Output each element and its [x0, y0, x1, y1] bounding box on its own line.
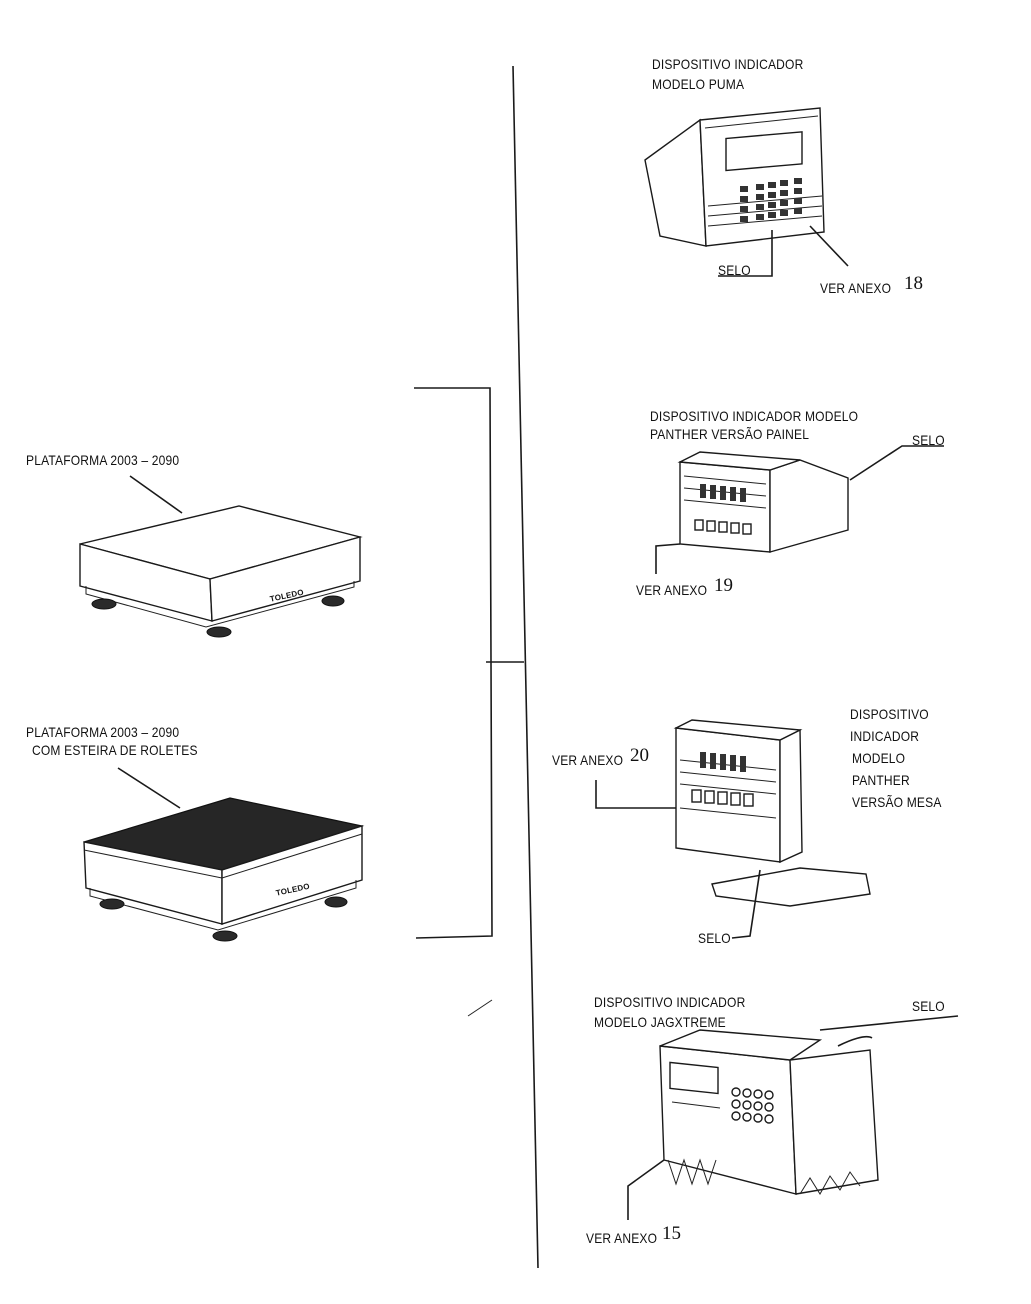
platform-bracket [414, 387, 493, 939]
jag-selo-label: SELO [912, 998, 945, 1014]
mesa-title-line3: MODELO [852, 750, 906, 766]
mesa-title-line5: VERSÃO MESA [852, 794, 942, 810]
puma-indicator-drawing [644, 107, 849, 277]
stray-mark [467, 999, 493, 1017]
puma-title-line2: MODELO PUMA [652, 76, 745, 92]
painel-title-line2: PANTHER VERSÃO PAINEL [650, 426, 810, 442]
jag-anexo-number: 15 [662, 1223, 681, 1244]
mesa-anexo-number: 20 [630, 745, 649, 766]
mesa-title-line2: INDICADOR [850, 728, 920, 744]
mesa-title-line1: DISPOSITIVO [850, 706, 929, 722]
panther-mesa-drawing [595, 719, 871, 939]
jagxtreme-drawing [627, 1015, 959, 1220]
painel-anexo-number: 19 [714, 575, 733, 596]
platform2-label-line2: COM ESTEIRA DE ROLETES [32, 742, 198, 758]
mesa-ver-anexo: VER ANEXO [552, 752, 624, 768]
jag-title-line1: DISPOSITIVO INDICADOR [594, 994, 746, 1010]
jag-title-line2: MODELO JAGXTREME [594, 1014, 726, 1030]
center-divider-line [512, 65, 539, 1269]
panther-painel-drawing [655, 445, 944, 574]
painel-selo-label: SELO [912, 432, 945, 448]
puma-title-line1: DISPOSITIVO INDICADOR [652, 56, 804, 72]
mesa-title-line4: PANTHER [852, 772, 910, 788]
painel-title-line1: DISPOSITIVO INDICADOR MODELO [650, 408, 859, 424]
puma-ver-anexo: VER ANEXO [820, 280, 892, 296]
mesa-selo-label: SELO [698, 930, 731, 946]
platform2-label-line1: PLATAFORMA 2003 – 2090 [26, 724, 180, 740]
platform1-label: PLATAFORMA 2003 – 2090 [26, 452, 180, 468]
platform-scale-2 [83, 767, 365, 942]
jag-ver-anexo: VER ANEXO [586, 1230, 658, 1246]
puma-anexo-number: 18 [904, 273, 923, 294]
painel-ver-anexo: VER ANEXO [636, 582, 708, 598]
platform-scale-1 [79, 475, 363, 638]
puma-selo-label: SELO [718, 262, 751, 278]
